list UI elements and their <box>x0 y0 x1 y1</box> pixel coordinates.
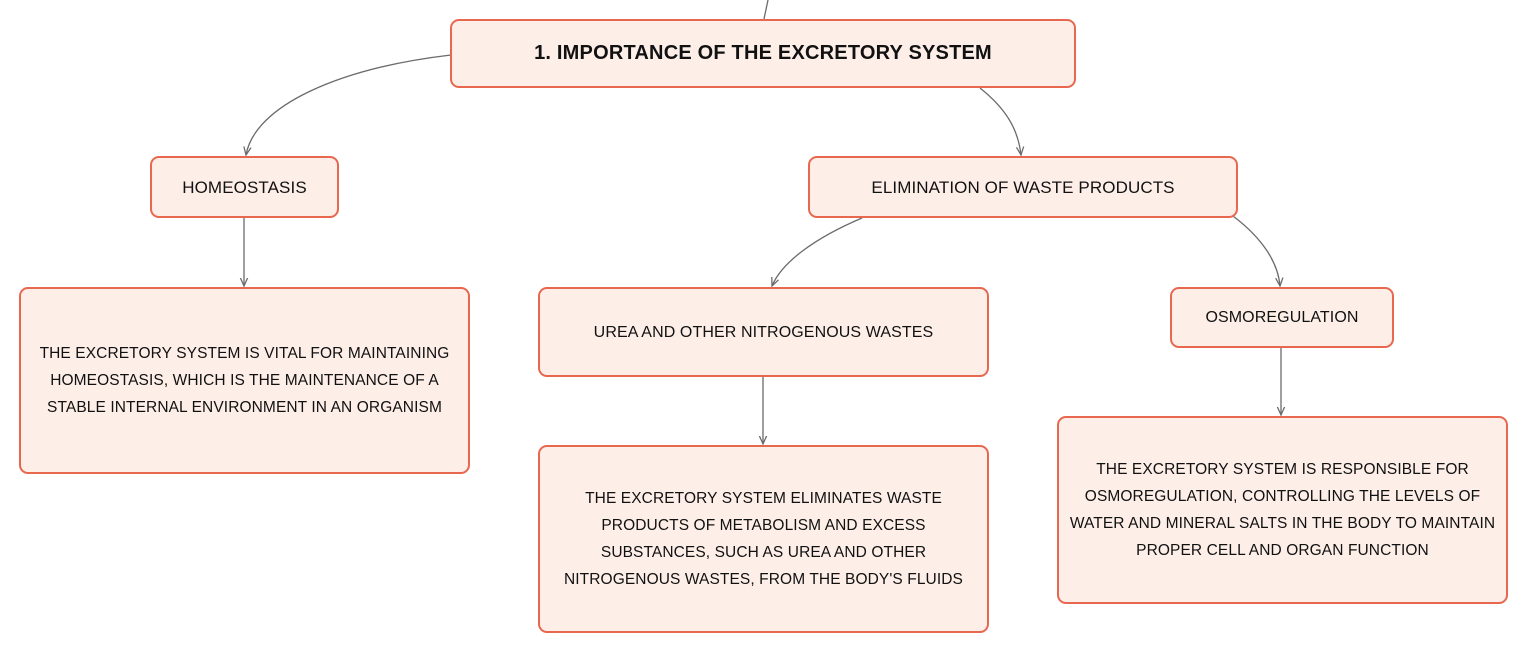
connector-from-parent <box>763 0 769 20</box>
connector-root-to-homeostasis <box>246 54 452 155</box>
homeostasis-detail-text: THE EXCRETORY SYSTEM IS VITAL FOR MAINTA… <box>39 345 450 416</box>
urea-label: UREA AND OTHER NITROGENOUS WASTES <box>593 323 934 341</box>
connector-elimination-to-osmoregulation <box>1232 215 1280 286</box>
homeostasis-detail-node[interactable]: THE EXCRETORY SYSTEM IS VITAL FOR MAINTA… <box>19 287 470 474</box>
urea-node[interactable]: UREA AND OTHER NITROGENOUS WASTES <box>538 287 989 377</box>
connector-elimination-to-urea <box>772 217 863 286</box>
root-node[interactable]: 1. IMPORTANCE OF THE EXCRETORY SYSTEM <box>450 19 1076 88</box>
urea-detail-text: THE EXCRETORY SYSTEM ELIMINATES WASTE PR… <box>563 490 963 588</box>
homeostasis-label: HOMEOSTASIS <box>182 177 307 197</box>
urea-detail-node[interactable]: THE EXCRETORY SYSTEM ELIMINATES WASTE PR… <box>538 445 989 633</box>
osmoregulation-detail-node[interactable]: THE EXCRETORY SYSTEM IS RESPONSIBLE FOR … <box>1057 416 1508 604</box>
osmoregulation-node[interactable]: OSMOREGULATION <box>1170 287 1394 348</box>
elimination-label: ELIMINATION OF WASTE PRODUCTS <box>871 177 1175 197</box>
homeostasis-node[interactable]: HOMEOSTASIS <box>150 156 339 218</box>
root-node-text: 1. IMPORTANCE OF THE EXCRETORY SYSTEM <box>534 42 992 64</box>
elimination-node[interactable]: ELIMINATION OF WASTE PRODUCTS <box>808 156 1238 218</box>
osmoregulation-detail-text: THE EXCRETORY SYSTEM IS RESPONSIBLE FOR … <box>1069 461 1496 559</box>
osmoregulation-label: OSMOREGULATION <box>1205 309 1359 326</box>
connector-root-to-elimination <box>979 87 1021 155</box>
